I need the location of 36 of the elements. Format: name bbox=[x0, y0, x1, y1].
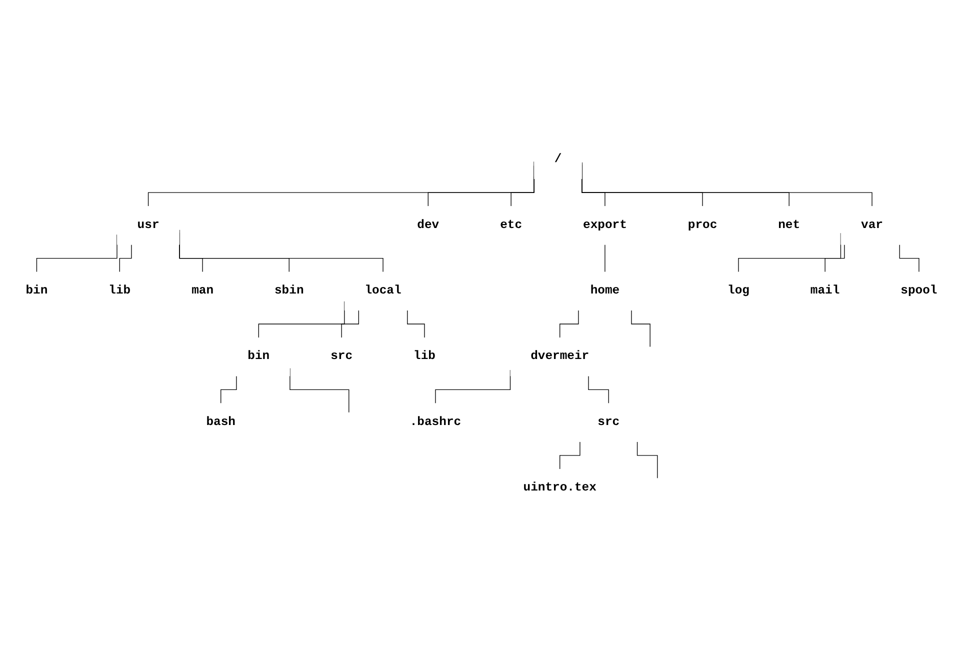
node-text: .bashrc bbox=[410, 415, 462, 429]
node-text: bin bbox=[248, 350, 270, 364]
connector bbox=[407, 310, 425, 338]
connector bbox=[341, 310, 359, 338]
node-text: dev bbox=[417, 218, 440, 232]
connector bbox=[510, 176, 534, 206]
node-text: sbin bbox=[274, 284, 304, 298]
node-text: bash bbox=[206, 415, 236, 429]
connector bbox=[220, 376, 237, 404]
connector bbox=[588, 376, 609, 404]
connector bbox=[631, 310, 650, 348]
node-text: export bbox=[583, 218, 627, 232]
node-text: src bbox=[330, 350, 353, 364]
node-text: src bbox=[598, 415, 620, 429]
node-text: lib bbox=[414, 350, 436, 364]
connector bbox=[636, 442, 658, 478]
node-text: spool bbox=[900, 284, 938, 298]
connector bbox=[604, 244, 606, 272]
node-text: net bbox=[778, 218, 800, 232]
node-text: bin bbox=[26, 284, 48, 298]
node-text: man bbox=[192, 284, 214, 298]
node-text: dvermeir bbox=[530, 350, 590, 364]
node-text: etc bbox=[500, 218, 522, 232]
connector bbox=[119, 244, 132, 272]
connector bbox=[560, 442, 580, 470]
node-text: log bbox=[728, 284, 750, 298]
node-text: mail bbox=[810, 284, 840, 298]
node-text: home bbox=[590, 284, 620, 298]
node-text: var bbox=[861, 218, 883, 232]
node-text: uintro.tex bbox=[523, 481, 596, 495]
connector bbox=[824, 244, 845, 272]
node-text: lib bbox=[108, 284, 131, 298]
node-text: local bbox=[364, 284, 402, 298]
connector bbox=[899, 244, 920, 272]
connector bbox=[560, 310, 579, 338]
node-text: proc bbox=[688, 218, 718, 232]
